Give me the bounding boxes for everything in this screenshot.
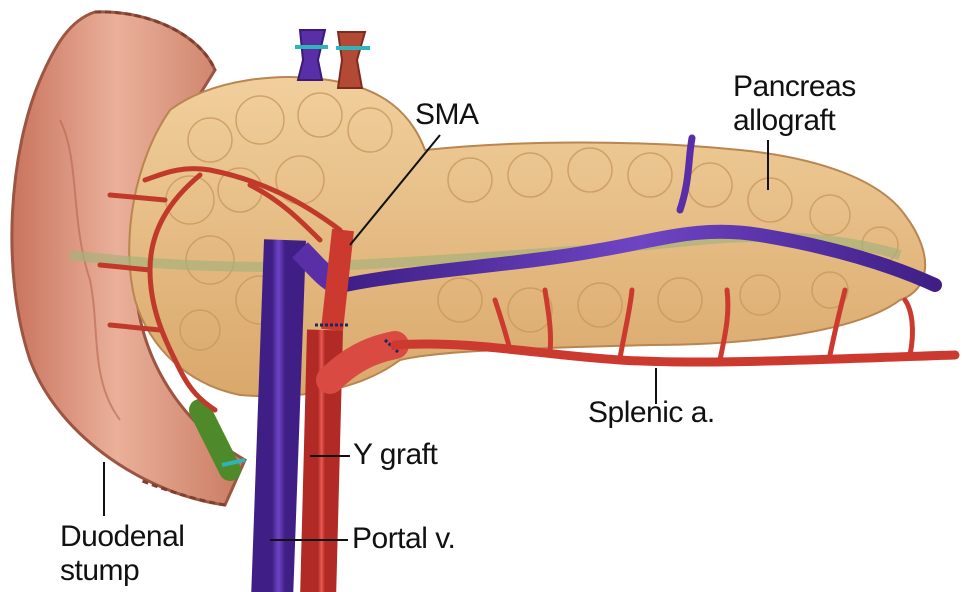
label-duodenal-stump: Duodenal stump: [60, 520, 184, 588]
label-y-graft: Y graft: [353, 438, 437, 472]
sma-artery: [332, 230, 343, 330]
label-portal-text: Portal v.: [352, 522, 455, 556]
label-duodenal-line1: Duodenal: [60, 520, 184, 554]
label-ygraft-text: Y graft: [353, 438, 437, 472]
label-splenic-text: Splenic a.: [588, 396, 715, 430]
label-pancreas-line2: allograft: [733, 104, 856, 138]
label-splenic-artery: Splenic a.: [588, 396, 715, 430]
label-portal-vein: Portal v.: [352, 522, 455, 556]
label-pancreas-line1: Pancreas: [733, 70, 856, 104]
label-duodenal-line2: stump: [60, 554, 184, 588]
label-sma: SMA: [415, 98, 479, 132]
label-pancreas-allograft: Pancreas allograft: [733, 70, 856, 138]
vessel-stumps-top: [295, 30, 370, 88]
splenic-artery: [395, 344, 955, 362]
label-sma-text: SMA: [415, 98, 479, 132]
